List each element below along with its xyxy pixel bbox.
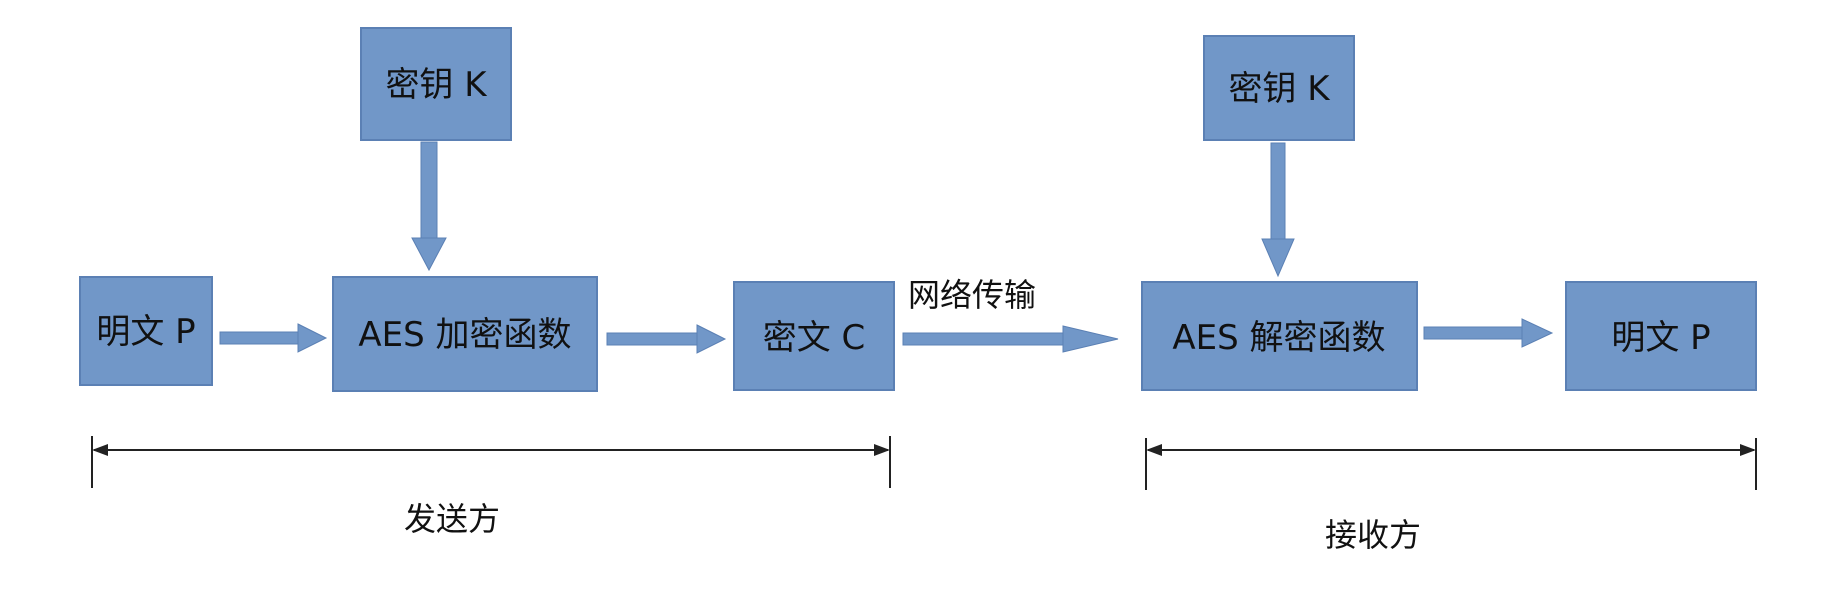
encrypt-to-ciphertext-arrow [606,324,727,354]
sender-label: 发送方 [404,500,500,538]
sender-key-arrow [411,141,447,272]
receiver-key-arrow [1261,142,1295,278]
sender-key-box: 密钥 K [360,27,512,141]
sender-plaintext-box: 明文 P [79,276,213,386]
receiver-span-bracket [1145,438,1757,490]
ciphertext-label: 密文 C [763,318,866,358]
receiver-key-box: 密钥 K [1203,35,1355,141]
network-transmission-arrow [902,325,1119,353]
receiver-key-label: 密钥 K [1228,69,1331,109]
decrypt-to-plaintext-arrow [1423,318,1554,348]
sender-key-label: 密钥 K [385,65,488,105]
network-transmission-label: 网络传输 [908,276,1036,314]
sender-plaintext-label: 明文 P [96,312,195,352]
aes-encrypt-label: AES 加密函数 [358,315,571,355]
receiver-plaintext-box: 明文 P [1565,281,1757,391]
sender-span-bracket [91,436,891,488]
plaintext-to-encrypt-arrow [219,323,328,353]
aes-decrypt-box: AES 解密函数 [1141,281,1418,391]
receiver-plaintext-label: 明文 P [1611,318,1710,358]
ciphertext-box: 密文 C [733,281,895,391]
aes-decrypt-label: AES 解密函数 [1172,318,1385,358]
aes-encrypt-box: AES 加密函数 [332,276,598,392]
receiver-label: 接收方 [1325,516,1421,554]
